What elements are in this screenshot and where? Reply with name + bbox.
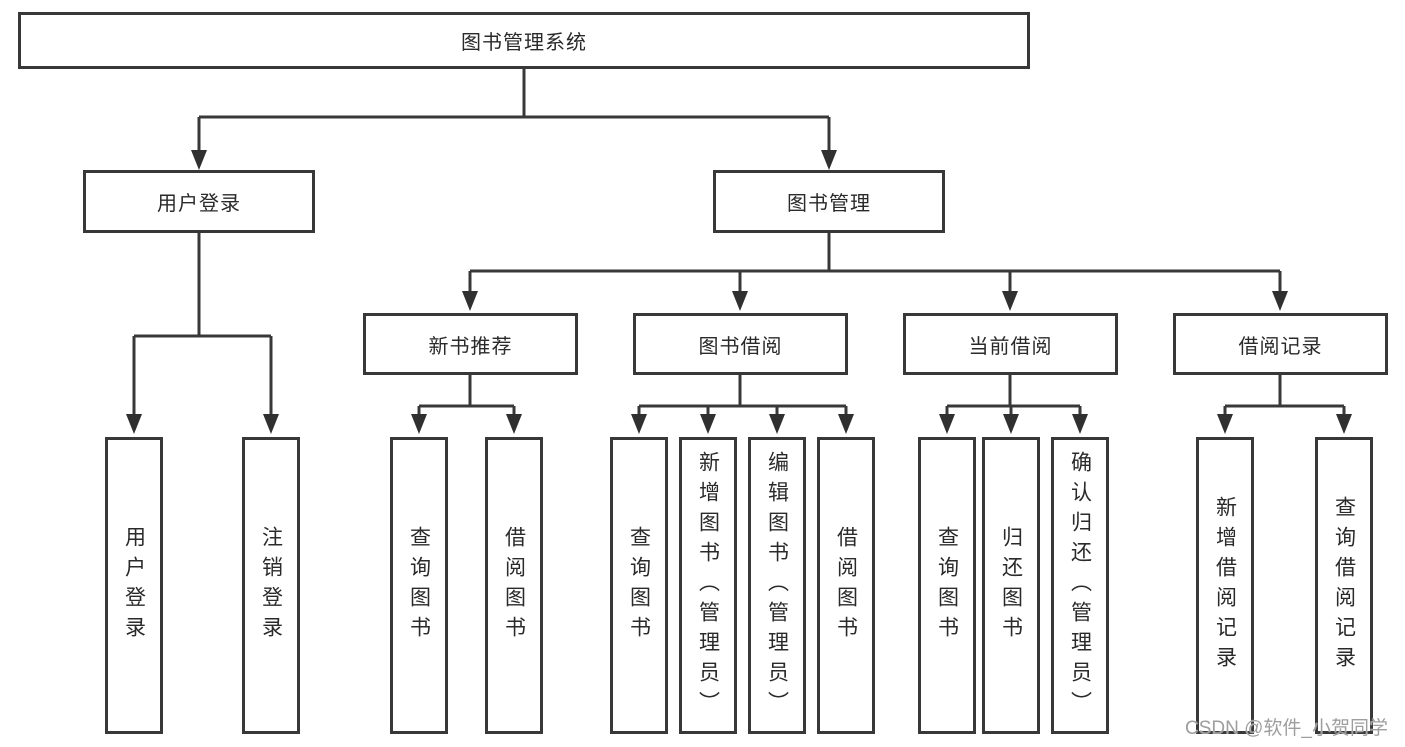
leaf-query-borrow-record: 查询借阅记录: [1315, 437, 1373, 734]
leaf-borrow-books-label: 借阅图书: [834, 525, 858, 646]
leaf-query-books-current-label: 查询图书: [935, 525, 959, 646]
leaf-user-login-label: 用户登录: [122, 525, 146, 646]
leaf-query-books-borrow-label: 查询图书: [627, 525, 651, 646]
leaf-user-login: 用户登录: [105, 437, 163, 734]
leaf-query-books-recommend: 查询图书: [390, 437, 448, 734]
leaf-borrow-books-recommend-label: 借阅图书: [502, 525, 526, 646]
leaf-borrow-books: 借阅图书: [817, 437, 875, 734]
node-new-book-recommend: 新书推荐: [363, 313, 578, 375]
node-root-label: 图书管理系统: [461, 32, 587, 54]
node-root: 图书管理系统: [18, 12, 1030, 69]
leaf-query-books-borrow: 查询图书: [610, 437, 668, 734]
leaf-logout: 注销登录: [242, 437, 300, 734]
leaf-return-book: 归还图书: [982, 437, 1040, 734]
node-book-borrow: 图书借阅: [633, 313, 848, 375]
node-new-book-recommend-label: 新书推荐: [428, 335, 513, 358]
node-book-management-label: 图书管理: [787, 193, 871, 215]
node-book-borrow-label: 图书借阅: [698, 335, 783, 358]
leaf-edit-book-admin: 编辑图书（管理员）: [748, 437, 806, 734]
leaf-confirm-return-admin-label: 确认归还（管理员）: [1068, 450, 1092, 721]
leaf-confirm-return-admin: 确认归还（管理员）: [1051, 437, 1109, 734]
leaf-query-books-recommend-label: 查询图书: [407, 525, 431, 646]
node-current-borrow: 当前借阅: [903, 313, 1118, 375]
leaf-return-book-label: 归还图书: [999, 525, 1023, 646]
node-user-login-label: 用户登录: [157, 193, 241, 215]
node-borrow-records-label: 借阅记录: [1238, 335, 1323, 358]
leaf-query-borrow-record-label: 查询借阅记录: [1332, 495, 1356, 676]
leaf-borrow-books-recommend: 借阅图书: [485, 437, 543, 734]
leaf-logout-label: 注销登录: [259, 525, 283, 646]
leaf-add-borrow-record-label: 新增借阅记录: [1213, 495, 1237, 676]
node-user-login: 用户登录: [83, 170, 315, 233]
node-borrow-records: 借阅记录: [1173, 313, 1388, 375]
leaf-add-book-admin-label: 新增图书（管理员）: [696, 450, 720, 721]
node-current-borrow-label: 当前借阅: [968, 335, 1053, 358]
leaf-add-book-admin: 新增图书（管理员）: [679, 437, 737, 734]
watermark-text: CSDN @软件_小贺同学: [1185, 718, 1388, 739]
leaf-add-borrow-record: 新增借阅记录: [1196, 437, 1254, 734]
leaf-query-books-current: 查询图书: [918, 437, 976, 734]
node-book-management: 图书管理: [713, 170, 945, 233]
leaf-edit-book-admin-label: 编辑图书（管理员）: [765, 450, 789, 721]
